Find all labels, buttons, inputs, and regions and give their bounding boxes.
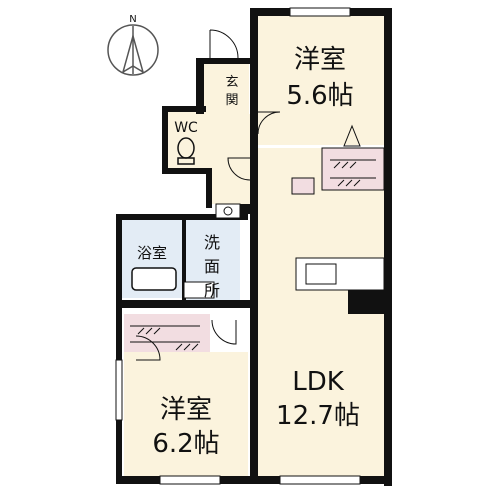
entrance-fill (203, 62, 249, 114)
closet-south (130, 325, 200, 351)
ldk-name: LDK (292, 367, 345, 397)
room-labels: 洋室 5.6帖 玄関 WC 浴室 洗面所 洋室 6.2帖 LDK 12.7帖 (137, 45, 360, 459)
storage-fill (124, 314, 210, 352)
kitchen-counter-icon (295, 257, 385, 314)
hall-fill (206, 114, 256, 204)
bedroom-north-size: 5.6帖 (286, 81, 353, 111)
sink-icon (183, 281, 215, 299)
wc-label: WC (174, 120, 198, 136)
wc-fill (166, 111, 206, 169)
bathtub-icon (131, 267, 177, 291)
bath-label: 浴室 (137, 244, 167, 262)
vertical-char: 面 (204, 257, 220, 276)
washing-machine-icon (215, 203, 241, 219)
vertical-char: 洗 (204, 233, 220, 252)
washroom-label: 洗面所 (204, 233, 220, 300)
room-fills (122, 15, 386, 480)
closet-north (291, 124, 385, 195)
ldk-size: 12.7帖 (276, 401, 360, 431)
vertical-char: 玄 (225, 75, 238, 90)
doors (135, 29, 281, 361)
compass-north-label: N (129, 14, 136, 25)
toilet-icon (177, 137, 195, 165)
bedroom-north-fill (256, 15, 386, 145)
bedroom-north-name: 洋室 (294, 45, 346, 75)
entrance-label: 玄関 (225, 75, 238, 108)
vertical-char: 関 (225, 93, 238, 108)
vertical-char: 所 (204, 281, 220, 300)
bedroom-south-name: 洋室 (160, 395, 212, 425)
bedroom-south-size: 6.2帖 (152, 429, 219, 459)
bedroom-south-fill (124, 352, 248, 480)
compass-icon: N (107, 14, 159, 76)
windows (115, 7, 361, 485)
